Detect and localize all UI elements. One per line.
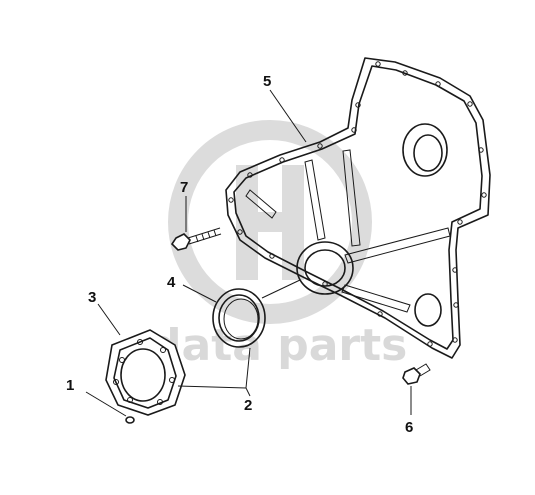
- leader-5: [269, 89, 307, 143]
- cover-bolt: [170, 227, 222, 251]
- front-cover-gasket: [225, 57, 491, 359]
- leader-2-to-cover: [261, 279, 301, 299]
- callout-5: 5: [263, 73, 271, 90]
- leader-3: [97, 303, 121, 336]
- callout-6: 6: [405, 419, 413, 436]
- plug-bolt: [402, 363, 431, 385]
- callout-7: 7: [180, 179, 188, 196]
- callout-3: 3: [88, 289, 96, 306]
- leader-2c: [245, 387, 251, 397]
- callout-2: 2: [244, 397, 252, 414]
- watermark-text: data parts: [150, 320, 407, 371]
- leader-2b: [245, 347, 251, 389]
- callout-4: 4: [167, 274, 176, 291]
- leader-1: [85, 391, 127, 417]
- seal-retainer-plate: [105, 329, 186, 416]
- watermark-logo: [168, 120, 372, 324]
- leader-4: [182, 284, 217, 303]
- callout-1: 1: [66, 377, 74, 394]
- oil-seal-ring: [212, 288, 266, 348]
- flange-screw: [125, 416, 135, 424]
- leader-lines: [85, 89, 412, 417]
- leader-2a: [177, 385, 247, 389]
